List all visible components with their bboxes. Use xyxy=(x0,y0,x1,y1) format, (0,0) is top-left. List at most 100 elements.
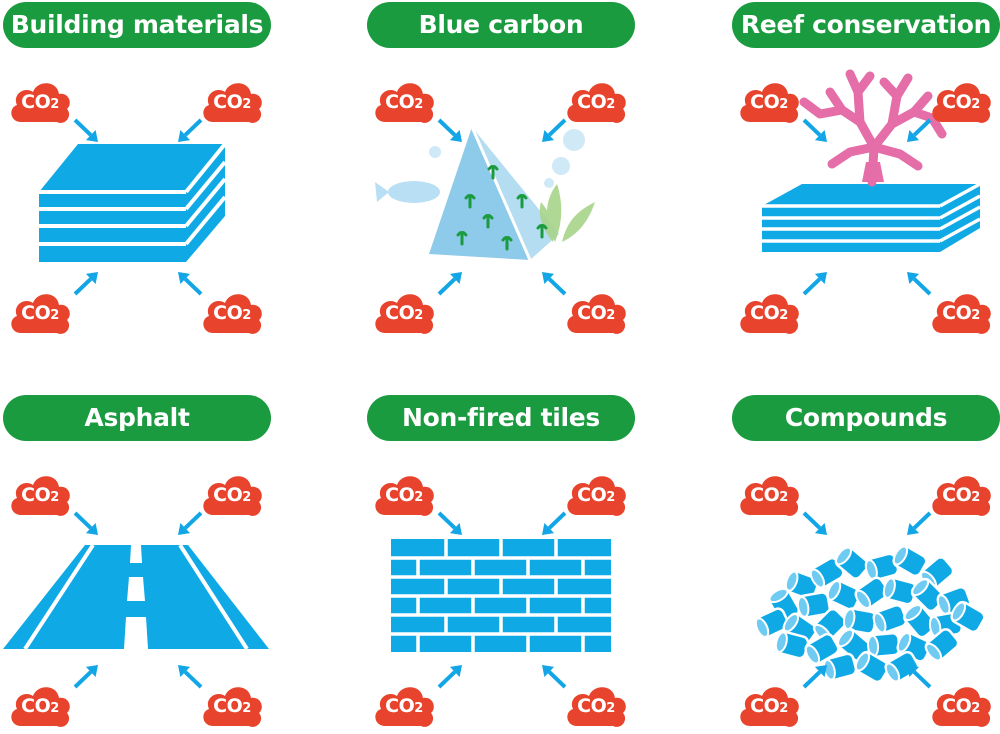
coral-icon xyxy=(799,69,947,187)
co2-cloud-icon: CO2 xyxy=(371,680,437,734)
co2-label: CO xyxy=(577,695,607,717)
arrow-icon xyxy=(437,272,462,296)
co2-label: CO xyxy=(21,91,51,113)
co2-cloud-icon: CO2 xyxy=(563,76,629,130)
arrow-icon xyxy=(907,511,932,535)
co2-cloud-icon: CO2 xyxy=(199,469,265,523)
co2-label: CO xyxy=(577,91,607,113)
co2-cloud-icon: CO2 xyxy=(7,76,73,130)
panel-reef-conservation: Reef conservation xyxy=(732,2,1000,332)
co2-subscript: 2 xyxy=(779,701,788,716)
co2-label: CO xyxy=(577,484,607,506)
co2-cloud-icon: CO2 xyxy=(928,680,994,734)
panel-title: Asphalt xyxy=(3,395,271,441)
arrow-icon xyxy=(907,272,932,296)
co2-label: CO xyxy=(385,695,415,717)
arrow-icon xyxy=(437,118,462,142)
co2-label: CO xyxy=(21,302,51,324)
arrow-icon xyxy=(73,272,98,296)
co2-subscript: 2 xyxy=(971,701,980,716)
co2-label: CO xyxy=(750,484,780,506)
co2-label: CO xyxy=(213,695,243,717)
co2-label: CO xyxy=(942,302,972,324)
co2-subscript: 2 xyxy=(606,490,615,505)
arrow-icon xyxy=(542,118,567,142)
co2-subscript: 2 xyxy=(50,308,59,323)
arrow-icon xyxy=(73,665,98,689)
co2-cloud-icon: CO2 xyxy=(7,287,73,341)
co2-label: CO xyxy=(213,484,243,506)
panel-non-fired-tiles: Non-fired tiles xyxy=(367,395,635,725)
underwater-pyramid-icon xyxy=(375,126,595,261)
arrow-icon xyxy=(542,272,567,296)
co2-subscript: 2 xyxy=(779,490,788,505)
arrow-icon xyxy=(802,511,827,535)
arrow-icon xyxy=(437,665,462,689)
co2-cloud-icon: CO2 xyxy=(736,76,802,130)
co2-cloud-icon: CO2 xyxy=(199,680,265,734)
co2-label: CO xyxy=(21,484,51,506)
arrow-icon xyxy=(542,665,567,689)
arrow-icon xyxy=(907,665,932,689)
co2-cloud-icon: CO2 xyxy=(563,287,629,341)
co2-subscript: 2 xyxy=(414,490,423,505)
arrow-icon xyxy=(802,272,827,296)
co2-cloud-icon: CO2 xyxy=(371,287,437,341)
arrow-icon xyxy=(178,118,203,142)
co2-cloud-icon: CO2 xyxy=(7,469,73,523)
pellet-pile-icon xyxy=(754,544,986,684)
co2-label: CO xyxy=(213,302,243,324)
arrow-icon xyxy=(802,118,827,142)
arrow-icon xyxy=(178,665,203,689)
co2-subscript: 2 xyxy=(414,701,423,716)
co2-label: CO xyxy=(385,302,415,324)
co2-subscript: 2 xyxy=(606,701,615,716)
co2-cloud-icon: CO2 xyxy=(928,469,994,523)
co2-cloud-icon: CO2 xyxy=(736,680,802,734)
co2-label: CO xyxy=(942,91,972,113)
co2-cloud-icon: CO2 xyxy=(736,287,802,341)
co2-subscript: 2 xyxy=(242,701,251,716)
co2-cloud-icon: CO2 xyxy=(563,469,629,523)
co2-subscript: 2 xyxy=(971,308,980,323)
co2-cloud-icon: CO2 xyxy=(7,680,73,734)
layered-block-icon xyxy=(39,142,227,262)
co2-subscript: 2 xyxy=(606,308,615,323)
co2-subscript: 2 xyxy=(242,490,251,505)
arrow-icon xyxy=(178,511,203,535)
co2-cloud-icon: CO2 xyxy=(928,287,994,341)
co2-subscript: 2 xyxy=(414,308,423,323)
co2-cloud-icon: CO2 xyxy=(736,469,802,523)
panel-compounds: Compounds xyxy=(732,395,1000,725)
panel-title: Blue carbon xyxy=(367,2,635,48)
arrow-icon xyxy=(73,511,98,535)
co2-label: CO xyxy=(213,91,243,113)
co2-label: CO xyxy=(942,695,972,717)
brick-wall-icon xyxy=(391,539,611,652)
seaweed-icon xyxy=(539,184,595,242)
fish-icon xyxy=(375,181,440,203)
co2-cloud-icon: CO2 xyxy=(199,76,265,130)
co2-subscript: 2 xyxy=(971,97,980,112)
co2-label: CO xyxy=(750,91,780,113)
co2-subscript: 2 xyxy=(779,308,788,323)
co2-subscript: 2 xyxy=(50,701,59,716)
co2-subscript: 2 xyxy=(50,97,59,112)
co2-label: CO xyxy=(750,695,780,717)
co2-label: CO xyxy=(750,302,780,324)
co2-cloud-icon: CO2 xyxy=(371,76,437,130)
co2-cloud-icon: CO2 xyxy=(371,469,437,523)
panel-title: Compounds xyxy=(732,395,1000,441)
panel-title: Non-fired tiles xyxy=(367,395,635,441)
co2-label: CO xyxy=(385,484,415,506)
co2-subscript: 2 xyxy=(50,490,59,505)
co2-cloud-icon: CO2 xyxy=(928,76,994,130)
road-icon xyxy=(3,543,269,651)
co2-label: CO xyxy=(21,695,51,717)
panel-blue-carbon: Blue carbon xyxy=(367,2,635,332)
co2-subscript: 2 xyxy=(971,490,980,505)
co2-subscript: 2 xyxy=(779,97,788,112)
co2-subscript: 2 xyxy=(606,97,615,112)
coral-on-slab-icon xyxy=(762,69,981,252)
co2-subscript: 2 xyxy=(414,97,423,112)
